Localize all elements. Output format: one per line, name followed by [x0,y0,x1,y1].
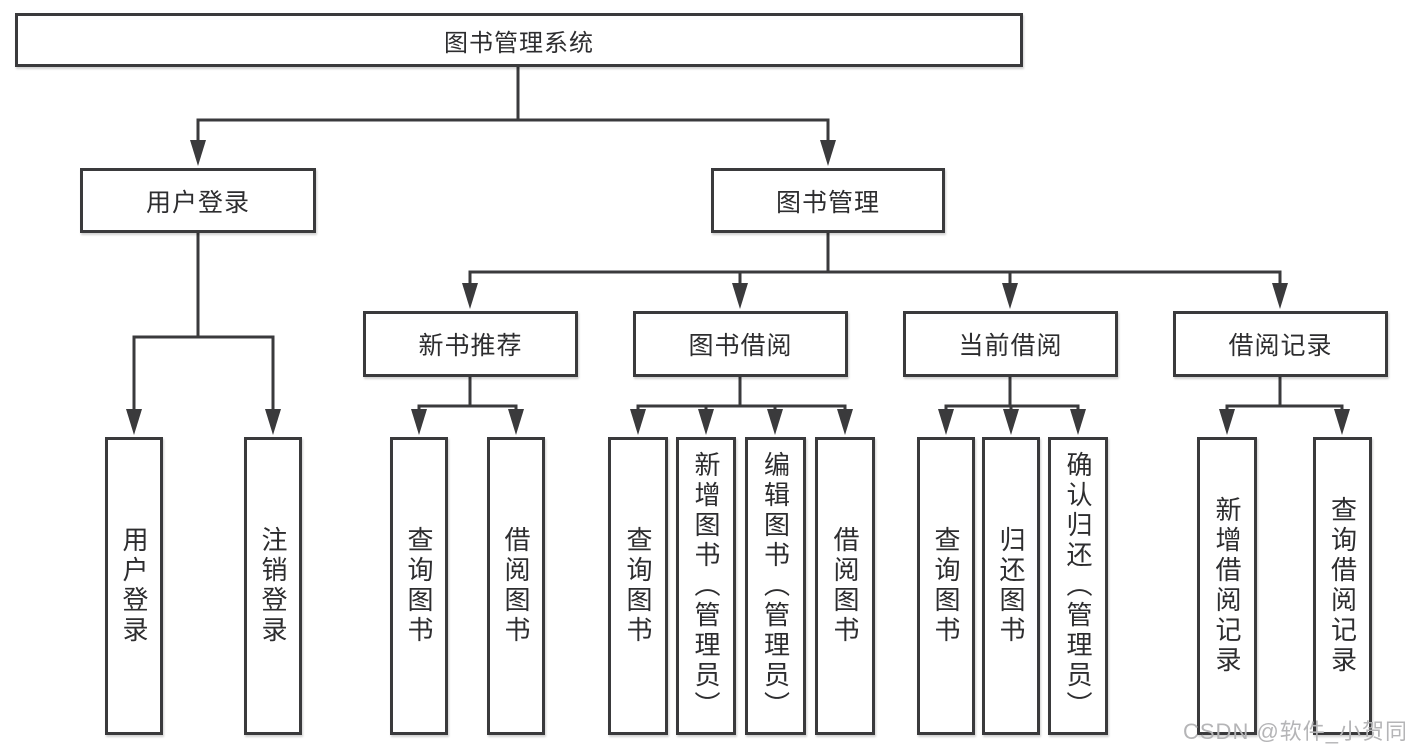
leaf-query-books-current-label: 查询图书 [931,526,961,646]
leaf-query-borrow-record: 查询借阅记录 [1313,437,1372,735]
leaf-add-book-admin: 新增图书（管理员） [676,437,736,735]
leaf-add-book-admin-label: 新增图书（管理员） [691,451,721,721]
node-current-borrowing-label: 当前借阅 [958,332,1063,360]
leaf-edit-book-admin-label: 编辑图书（管理员） [760,451,791,721]
node-new-book-recommend-label: 新书推荐 [418,332,523,360]
leaf-add-borrow-record-label: 新增借阅记录 [1212,496,1242,676]
leaf-user-login-label: 用户登录 [119,526,149,646]
connector-current-borrowing-branch [938,375,1086,435]
node-borrow-records: 借阅记录 [1173,311,1388,377]
leaf-query-books-current: 查询图书 [917,437,975,735]
leaf-borrow-books-borrowing-label: 借阅图书 [830,526,860,646]
leaf-add-borrow-record: 新增借阅记录 [1197,437,1257,735]
node-current-borrowing: 当前借阅 [903,311,1118,377]
connector-root-to-level2 [190,65,836,166]
leaf-logout: 注销登录 [244,437,302,735]
node-library-system: 图书管理系统 [15,13,1023,67]
node-user-login: 用户登录 [80,168,316,233]
leaf-edit-book-admin: 编辑图书（管理员） [745,437,806,735]
node-book-borrowing-label: 图书借阅 [688,332,793,360]
node-new-book-recommend: 新书推荐 [363,311,578,377]
leaf-query-books-borrowing-label: 查询图书 [623,526,653,646]
node-book-management-label: 图书管理 [775,188,880,217]
node-book-management: 图书管理 [711,168,945,233]
leaf-user-login: 用户登录 [105,437,163,735]
leaf-query-books-recommend-label: 查询图书 [404,526,434,646]
node-book-borrowing: 图书借阅 [633,311,848,377]
leaf-borrow-books-borrowing: 借阅图书 [815,437,875,735]
leaf-logout-label: 注销登录 [258,526,288,646]
leaf-return-books: 归还图书 [982,437,1040,735]
node-borrow-records-label: 借阅记录 [1228,332,1333,360]
connector-book-management-branch [462,231,1288,309]
leaf-borrow-books-recommend: 借阅图书 [487,437,545,735]
node-library-system-label: 图书管理系统 [444,29,594,57]
leaf-borrow-books-recommend-label: 借阅图书 [501,526,531,646]
connector-user-login-branch [126,231,281,435]
connector-new-book-branch [411,375,524,435]
leaf-return-books-label: 归还图书 [996,526,1026,646]
csdn-watermark: CSDN @软件_小贺同学 [1183,719,1405,744]
leaf-query-books-borrowing: 查询图书 [608,437,668,735]
leaf-confirm-return-admin: 确认归还（管理员） [1048,437,1108,735]
leaf-confirm-return-admin-label: 确认归还（管理员） [1063,451,1093,721]
leaf-query-borrow-record-label: 查询借阅记录 [1327,496,1358,676]
leaf-query-books-recommend: 查询图书 [390,437,448,735]
connector-book-borrowing-branch [630,375,853,435]
node-user-login-label: 用户登录 [145,188,250,217]
connector-borrow-records-branch [1219,375,1350,435]
